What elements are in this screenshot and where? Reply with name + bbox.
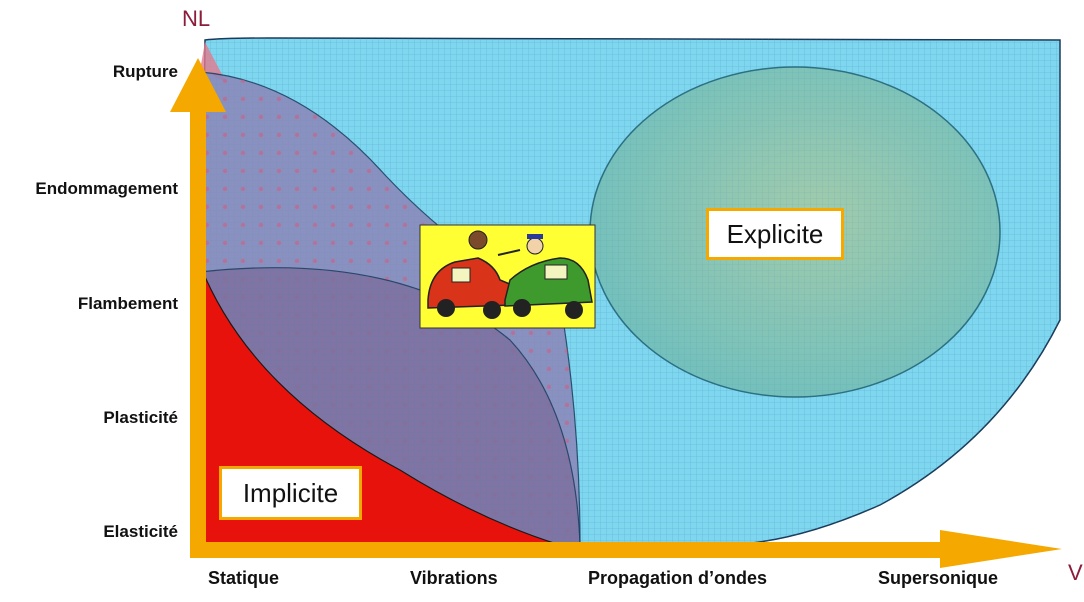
x-tick-label: Vibrations (410, 568, 498, 588)
x-axis-name: V (1068, 560, 1083, 585)
y-tick-label: Plasticité (103, 408, 178, 427)
y-tick-label: Endommagement (35, 179, 178, 198)
x-axis-arrow (190, 530, 1062, 568)
implicit-label: Implicite (219, 466, 362, 520)
x-tick-label: Statique (208, 568, 280, 588)
y-tick-label: Flambement (77, 294, 178, 313)
car-crash-illustration (419, 224, 596, 329)
x-tick-label: Supersonique (878, 568, 999, 588)
y-tick-label: Elasticité (103, 522, 178, 541)
x-tick-label: Propagation d’ondes (588, 568, 768, 588)
y-tick-label: Rupture (112, 62, 178, 81)
y-axis-arrow (170, 58, 226, 550)
y-axis-name: NL (182, 6, 211, 31)
explicit-label: Explicite (706, 208, 844, 260)
